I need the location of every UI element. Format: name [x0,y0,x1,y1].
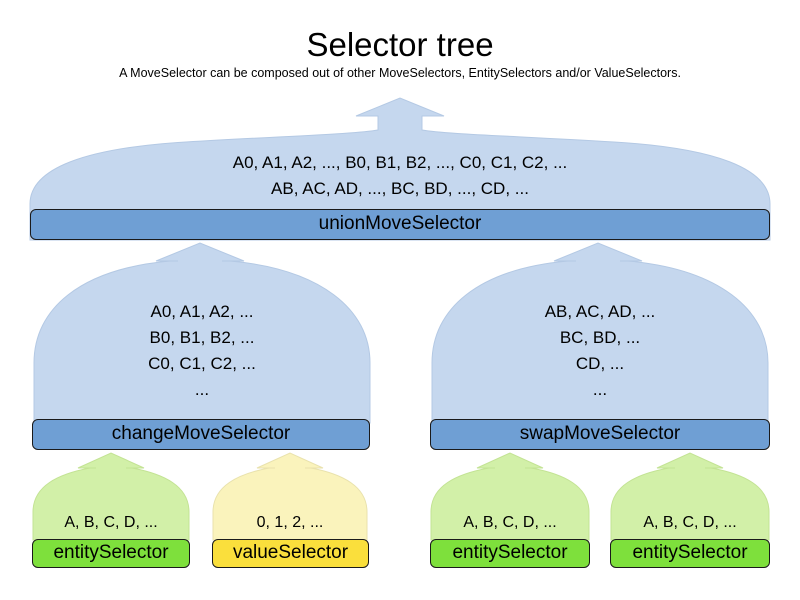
entity-selector-1-label: entitySelector [53,542,169,563]
swap-move-selector-bar[interactable]: swapMoveSelector [430,419,770,450]
value-selector-1-dome-shape [210,450,370,542]
value-selector-1-label: valueSelector [232,542,349,563]
node-entity-selector-3: A, B, C, D, ... [608,450,772,542]
entity-selector-3-label: entitySelector [632,542,748,563]
swap-move-selector-label: swapMoveSelector [519,423,681,444]
entity-selector-1-dome-shape [30,450,192,542]
node-swap-move-selector: AB, AC, AD, ... BC, BD, ... CD, ... ... [428,239,772,425]
change-move-selector-label: changeMoveSelector [111,423,291,444]
entity-selector-3-dome-shape [608,450,772,542]
union-move-selector-bar[interactable]: unionMoveSelector [30,209,770,240]
entity-selector-1-bar[interactable]: entitySelector [32,539,190,568]
node-value-selector-1: 0, 1, 2, ... [210,450,370,542]
change-dome-shape [30,239,374,425]
change-move-selector-bar[interactable]: changeMoveSelector [32,419,370,450]
entity-selector-2-label: entitySelector [452,542,568,563]
node-entity-selector-1: A, B, C, D, ... [30,450,192,542]
swap-dome-shape [428,239,772,425]
page-subtitle: A MoveSelector can be composed out of ot… [119,66,681,80]
node-entity-selector-2: A, B, C, D, ... [428,450,592,542]
entity-selector-2-bar[interactable]: entitySelector [430,539,590,568]
entity-selector-3-bar[interactable]: entitySelector [610,539,770,568]
union-move-selector-label: unionMoveSelector [318,213,482,234]
node-change-move-selector: A0, A1, A2, ... B0, B1, B2, ... C0, C1, … [30,239,374,425]
page-title: Selector tree [306,26,494,63]
entity-selector-2-dome-shape [428,450,592,542]
value-selector-1-bar[interactable]: valueSelector [212,539,369,568]
union-dome-shape [26,94,774,244]
